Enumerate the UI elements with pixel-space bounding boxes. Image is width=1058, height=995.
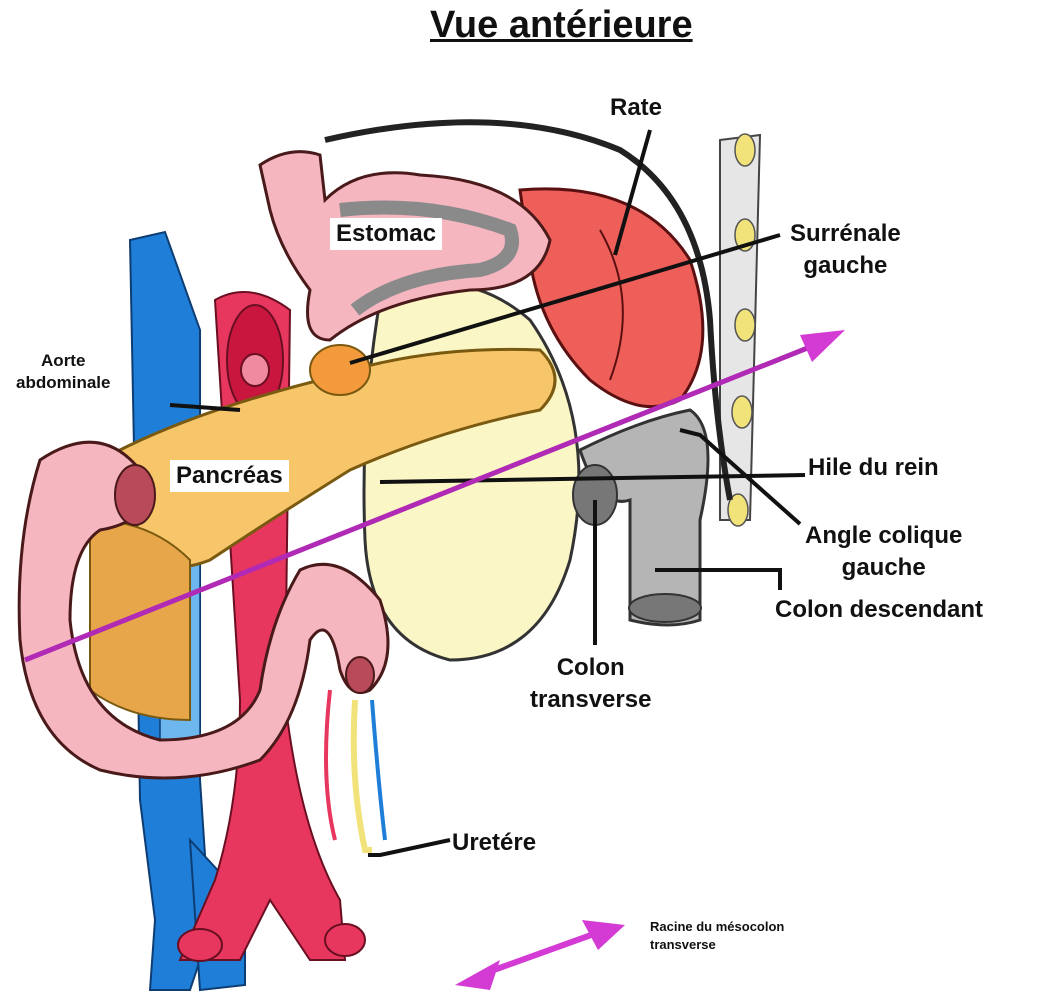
label-angle-line1: Angle colique (805, 520, 962, 552)
legend-mesocolon: Racine du mésocolon transverse (650, 918, 784, 954)
left-kidney (364, 284, 579, 660)
label-colon-transverse: Colon transverse (530, 652, 651, 716)
label-aorte-abdominale: Aorte abdominale (10, 350, 116, 394)
label-surrenale-gauche: Surrénale gauche (790, 218, 901, 282)
label-uretere: Uretére (452, 827, 536, 859)
page-title: Vue antérieure (430, 4, 693, 47)
label-hile-du-rein: Hile du rein (808, 452, 939, 484)
label-angle-colique-gauche: Angle colique gauche (805, 520, 962, 584)
label-aorte-line1: Aorte (16, 350, 110, 372)
label-surrenale-line1: Surrénale (790, 218, 901, 250)
legend-line1: Racine du mésocolon (650, 918, 784, 936)
label-colon-transverse-line1: Colon (530, 652, 651, 684)
label-colon-transverse-line2: transverse (530, 684, 651, 716)
label-rate: Rate (610, 92, 662, 124)
legend-arrow-icon (455, 920, 625, 990)
label-aorte-line2: abdominale (16, 372, 110, 394)
ureter (326, 690, 385, 850)
label-colon-descendant: Colon descendant (775, 594, 983, 626)
legend-line2: transverse (650, 936, 784, 954)
label-surrenale-line2: gauche (790, 250, 901, 282)
label-angle-line2: gauche (805, 552, 962, 584)
label-pancreas: Pancréas (170, 460, 289, 492)
label-estomac: Estomac (330, 218, 442, 250)
